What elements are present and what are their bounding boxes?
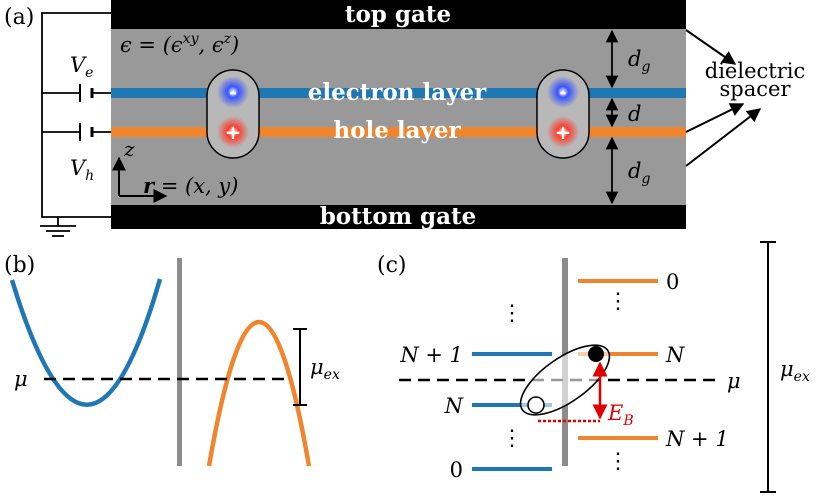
mu-ex-label: μex — [310, 355, 340, 383]
layer-distance: d — [628, 102, 641, 126]
gate-distance-top: dg — [628, 47, 650, 75]
level-label-n-plus-1-left: N + 1 — [399, 343, 463, 367]
hole-blob — [217, 116, 249, 148]
hole-layer-label: hole layer — [333, 117, 461, 144]
exciton-right: - + — [536, 69, 590, 159]
bottom-gate — [111, 205, 686, 229]
circuit — [40, 12, 111, 237]
exciton-ellipse — [519, 344, 611, 416]
electron-particle — [588, 346, 604, 362]
minus-sign: - — [229, 82, 236, 103]
electron-layer — [111, 88, 686, 98]
panel-c: (c) μ EB 0 N N + 1 N + 1 N 0 ⋮ ⋮ ⋮ ⋮ — [377, 241, 810, 493]
panel-c-label: (c) — [377, 253, 407, 278]
panel-b-label: (b) — [4, 253, 35, 278]
barrier — [177, 258, 182, 466]
dielectric-label-line2: spacer — [720, 77, 792, 101]
level-label-n-right: N — [665, 343, 685, 367]
vdots-left-upper: ⋮ — [501, 301, 523, 326]
voltage-hole: Vh — [70, 156, 94, 184]
level-label-0-left: 0 — [450, 458, 463, 482]
electron-blob — [217, 76, 249, 108]
binding-energy-label: EB — [607, 401, 634, 429]
mu-label: μ — [727, 369, 741, 393]
mu-ex-bracket — [293, 328, 307, 406]
panel-b: (b) μ μex — [4, 253, 340, 467]
hole-band — [206, 320, 312, 467]
plus-sign: + — [555, 120, 572, 144]
position-vector: r = (x, y) — [143, 173, 238, 198]
level-label-n-left: N — [444, 394, 464, 418]
mu-label: μ — [14, 367, 28, 391]
spacer-pointers — [685, 29, 762, 167]
plus-sign: + — [225, 120, 242, 144]
level-label-n-plus-1-right: N + 1 — [665, 427, 729, 451]
hole-layer — [111, 127, 686, 137]
vdots-right-upper: ⋮ — [607, 289, 629, 314]
dielectric-tensor: ϵ = (ϵxy, ϵz) — [120, 31, 239, 57]
electron-blob — [547, 76, 579, 108]
electron-band — [9, 278, 163, 407]
vdots-left-lower: ⋮ — [501, 426, 523, 451]
minus-sign: - — [559, 82, 566, 103]
bottom-gate-label: bottom gate — [320, 203, 477, 230]
panel-a: (a) top gate bottom gate ϵ = (ϵxy, ϵz) e… — [4, 0, 805, 237]
electron-layer-label: electron layer — [308, 79, 487, 106]
z-axis-label: z — [123, 137, 135, 161]
hole-particle — [527, 396, 545, 414]
mu-ex-bracket — [760, 241, 776, 493]
dielectric-label-line1: dielectric — [705, 59, 805, 83]
voltage-electron: Ve — [70, 53, 93, 81]
level-label-0-right: 0 — [666, 270, 679, 294]
vdots-right-lower: ⋮ — [607, 449, 629, 474]
top-gate-label: top gate — [345, 1, 451, 28]
panel-a-label: (a) — [4, 5, 34, 30]
hole-blob — [547, 116, 579, 148]
top-gate — [111, 0, 686, 29]
exciton-left: - + — [206, 69, 260, 159]
coordinate-axes: z r = (x, y) — [112, 137, 238, 203]
mu-ex-label: μex — [780, 357, 810, 385]
gate-distance-bottom: dg — [628, 159, 650, 187]
